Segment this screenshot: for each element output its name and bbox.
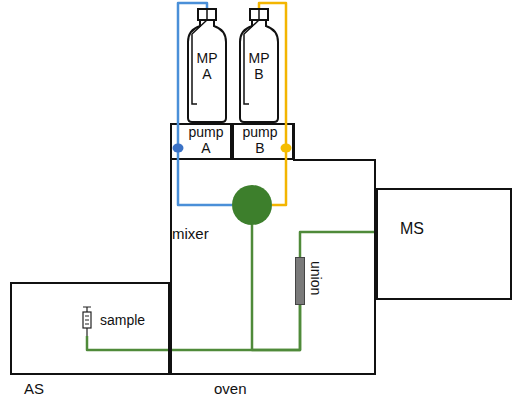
union-fitting [296,258,305,305]
node-label: pump A [186,124,226,156]
mass-spectrometer-box: MS [376,188,512,300]
solvent-line [177,123,180,160]
node-label: MS [400,220,424,238]
node-label: pump B [240,124,280,156]
node-label: union [308,261,324,295]
pump-head [173,144,184,153]
node-label: sample [100,312,145,328]
oven-outline [171,124,375,374]
pump-outline [171,124,231,159]
node-label: mixer [172,225,209,242]
autosampler-box [11,283,169,374]
bottle-outline [188,9,226,122]
mixer-circle: mixer [232,185,272,225]
mixer-circle [232,185,272,225]
syringe-icon [83,307,91,336]
solvent-bottle: MP A [186,8,228,123]
tubing-line [272,160,286,205]
node-label: MP B [246,50,272,82]
tubing-line [178,160,232,205]
node-label: AS [24,380,44,397]
union-fitting: union [295,257,305,305]
sample-vial: sample [78,306,160,336]
mass-spectrometer-box-outline [376,188,512,300]
union-fitting-outline [295,257,305,305]
bottle-outline [240,9,278,122]
autosampler-box: ASsample [10,282,170,375]
tubing-line [252,225,300,350]
pump-box: pump B [232,123,294,160]
node-label: oven [214,380,247,397]
pump-box: pump A [170,123,232,160]
solvent-bottle: MP B [238,8,280,123]
tubing-line [87,305,300,350]
mixer-circle-outline [232,185,272,225]
solvent-line [285,123,288,160]
node-label: MP A [194,50,220,82]
pump-head [281,144,292,153]
mass-spectrometer-box [377,189,511,299]
tubing-line [300,232,376,257]
pump-outline [233,124,293,159]
column-oven: ovenpump Apump Bmixerunion [170,123,376,375]
column-oven-outline [170,123,376,375]
